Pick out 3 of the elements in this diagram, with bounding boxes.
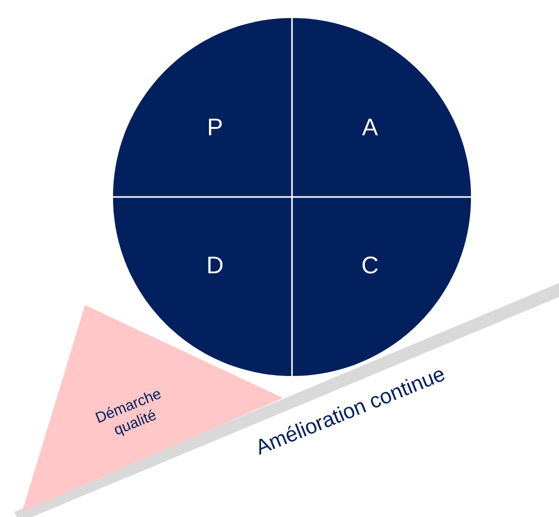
quadrant: D: [113, 197, 292, 376]
quadrant: A: [292, 18, 471, 197]
quadrant: P: [113, 18, 292, 197]
